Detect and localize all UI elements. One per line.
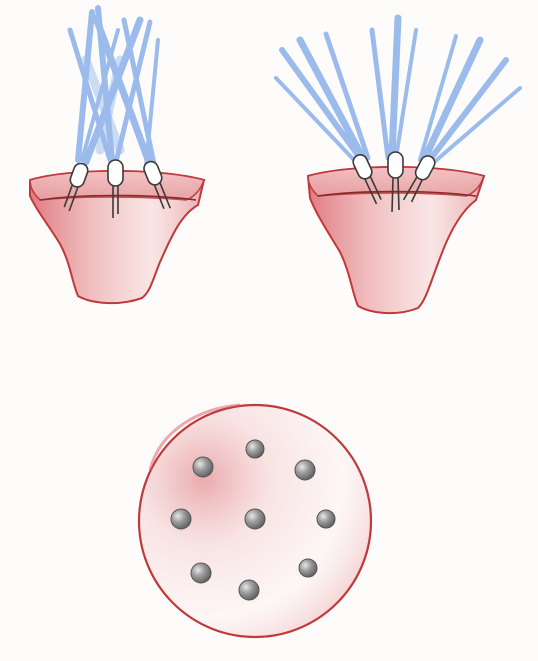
side-view-spread: [276, 18, 520, 313]
light-beams-crossed: [70, 8, 158, 166]
lamp-body-left: [30, 171, 204, 303]
led-dot: [299, 559, 317, 577]
led-dot: [191, 563, 211, 583]
top-view: [139, 405, 371, 637]
led-dot: [295, 460, 315, 480]
light-beams-spread: [276, 18, 520, 164]
led-dot: [317, 510, 335, 528]
led-dot: [245, 509, 265, 529]
led-dot: [246, 440, 264, 458]
led-dot: [193, 457, 213, 477]
lamp-body-right: [308, 167, 484, 313]
led-dot: [171, 509, 191, 529]
side-view-crossed: [30, 8, 204, 303]
led-dot: [239, 580, 259, 600]
